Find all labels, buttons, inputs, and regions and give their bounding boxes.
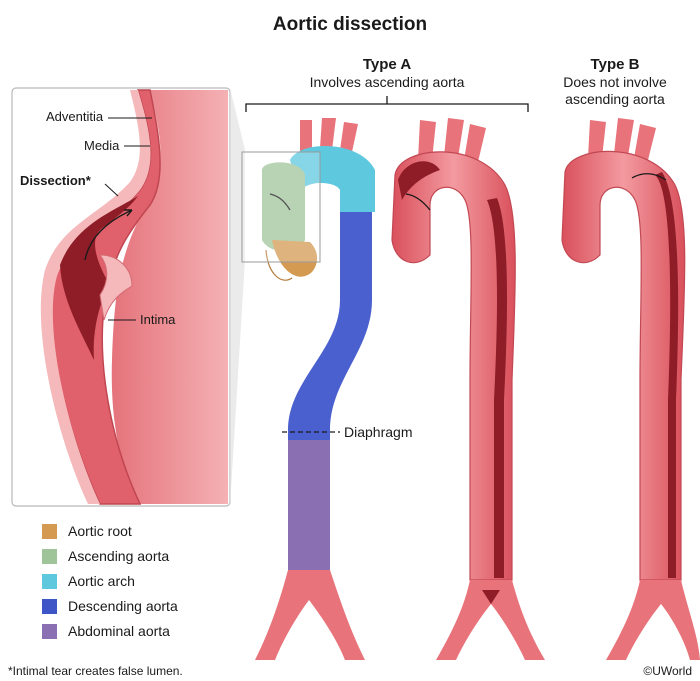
adventitia-label: Adventitia [46, 109, 104, 124]
segmented-aorta [241, 118, 375, 660]
type-b-subtitle-line1: Does not involve [563, 74, 667, 90]
legend-swatch [42, 548, 57, 564]
type-b-subtitle-line2: ascending aorta [565, 91, 665, 107]
type-a-bracket [245, 96, 529, 112]
legend-label: Aortic root [68, 523, 132, 539]
legend-label: Ascending aorta [68, 548, 170, 564]
legend-item-abdominal-aorta: Abdominal aorta [42, 621, 170, 641]
legend-label: Descending aorta [68, 598, 178, 614]
legend-swatch [42, 573, 57, 589]
legend-swatch [42, 523, 57, 539]
media-label: Media [84, 138, 120, 153]
type-b-aorta [561, 118, 700, 660]
page-title: Aortic dissection [272, 14, 428, 35]
type-a-heading: Type A [362, 56, 412, 73]
diaphragm-label: Diaphragm [344, 424, 413, 440]
footnote: *Intimal tear creates false lumen. [8, 664, 183, 678]
legend-label: Aortic arch [68, 573, 135, 589]
legend-item-aortic-arch: Aortic arch [42, 571, 135, 591]
legend-swatch [42, 623, 57, 639]
intima-label: Intima [140, 312, 176, 327]
copyright: ©UWorld [643, 664, 692, 678]
type-a-subtitle: Involves ascending aorta [309, 74, 465, 90]
zoom-wedge [230, 88, 245, 506]
dissection-inset [11, 87, 231, 507]
legend-item-aortic-root: Aortic root [42, 521, 132, 541]
legend-item-descending-aorta: Descending aorta [42, 596, 178, 616]
dissection-label: Dissection* [20, 173, 91, 188]
type-b-heading: Type B [590, 56, 640, 73]
legend-item-ascending-aorta: Ascending aorta [42, 546, 169, 566]
legend-swatch [42, 598, 57, 614]
type-a-aorta [391, 118, 545, 660]
legend-label: Abdominal aorta [68, 623, 170, 639]
